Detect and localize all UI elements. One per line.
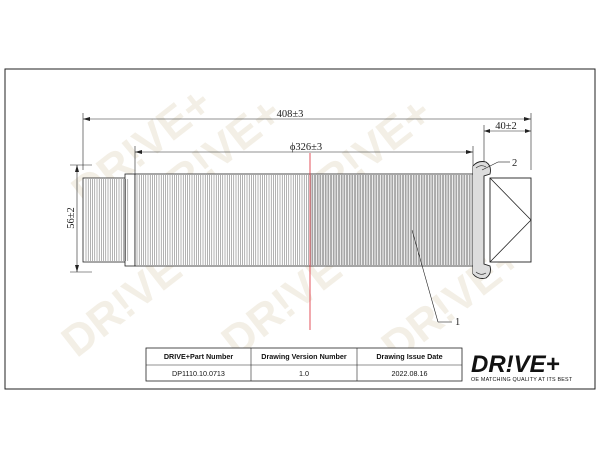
callout-2-label: 2 (512, 158, 517, 169)
title-block: DRIVE+Part Number Drawing Version Number… (145, 347, 463, 382)
end-offset-label: 40±2 (495, 121, 517, 132)
filter-pleats (85, 175, 472, 265)
inner-length-label: ϕ326±3 (290, 142, 322, 153)
filter-step-ring (124, 173, 136, 267)
title-block-header-part-number: DRIVE+Part Number (164, 352, 234, 361)
dimension-diameter: 56±2 (66, 164, 92, 273)
title-block-part-number: DP1110.10.0713 (172, 369, 225, 378)
callout-1: 1 (411, 229, 460, 328)
title-block-version: 1.0 (299, 369, 309, 378)
title-block-header-version: Drawing Version Number (261, 352, 347, 361)
title-block-header-issue-date: Drawing Issue Date (376, 352, 442, 361)
callout-1-label: 1 (455, 317, 460, 328)
logo-tagline: OE MATCHING QUALITY AT ITS BEST (471, 377, 573, 383)
logo-wordmark: DR!VE+ (471, 351, 560, 378)
drawing-frame (4, 68, 596, 390)
end-cap (489, 177, 532, 263)
filter-pleat-dense-region (310, 175, 473, 265)
filter-element-side-view (82, 161, 532, 279)
callout-2: 2 (481, 158, 517, 171)
dimension-end-offset: 40±2 (483, 121, 531, 162)
end-seal (472, 161, 491, 279)
brand-logo: DR!VE+ OE MATCHING QUALITY AT ITS BEST (471, 351, 573, 383)
overall-length-label: 408±3 (277, 109, 304, 120)
title-block-issue-date: 2022.08.16 (392, 369, 428, 378)
diameter-label: 56±2 (66, 207, 77, 229)
dimension-overall-length: 408±3 (82, 109, 532, 170)
